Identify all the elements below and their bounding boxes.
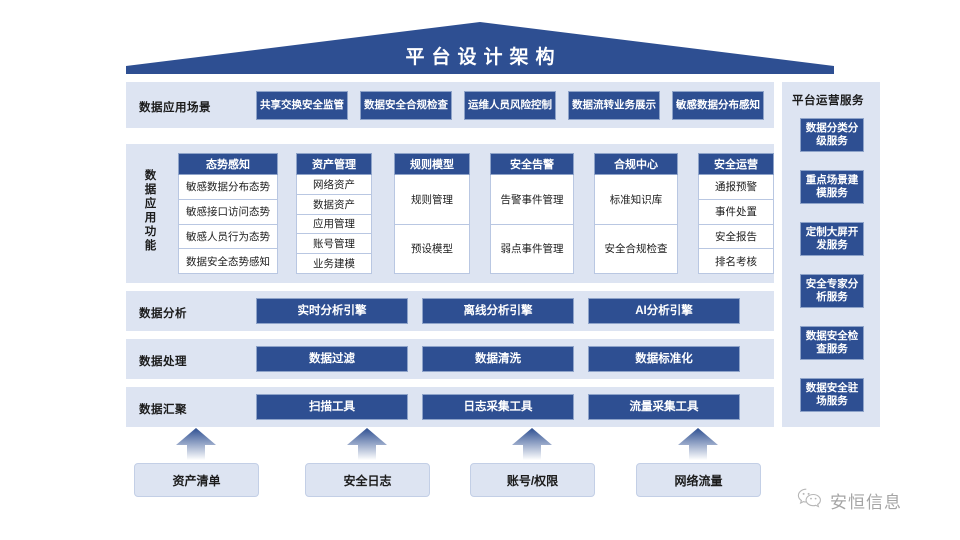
function-item[interactable]: 网络资产 (296, 175, 372, 195)
function-item[interactable]: 安全报告 (698, 224, 774, 250)
function-item[interactable]: 排名考核 (698, 249, 774, 274)
scenario-box-1[interactable]: 共享交换安全监管 (256, 91, 348, 120)
flow-arrow-2 (347, 428, 387, 460)
function-item[interactable]: 告警事件管理 (490, 175, 574, 225)
watermark: 安恒信息 (797, 487, 902, 514)
scenario-box-4[interactable]: 数据流转业务展示 (568, 91, 660, 120)
function-item[interactable]: 弱点事件管理 (490, 224, 574, 274)
function-column-situation: 态势感知 敏感数据分布态势 敏感接口访问态势 敏感人员行为态势 数据安全态势感知 (178, 153, 278, 274)
function-item[interactable]: 通报预警 (698, 175, 774, 200)
watermark-text: 安恒信息 (830, 493, 902, 512)
scenario-box-2[interactable]: 数据安全合规检查 (360, 91, 452, 120)
analysis-box-3[interactable]: AI分析引擎 (588, 298, 740, 324)
function-item[interactable]: 敏感人员行为态势 (178, 224, 278, 250)
flow-arrow-1 (176, 428, 216, 460)
processing-box-1[interactable]: 数据过滤 (256, 346, 408, 372)
analysis-label: 数据分析 (139, 308, 187, 320)
analysis-band: 数据分析 实时分析引擎 离线分析引擎 AI分析引擎 (126, 291, 774, 331)
sidebar-title: 平台运营服务 (792, 95, 864, 107)
processing-band: 数据处理 数据过滤 数据清洗 数据标准化 (126, 339, 774, 379)
service-box-5[interactable]: 数据安全检查服务 (800, 326, 864, 360)
column-header: 规则模型 (394, 153, 470, 175)
scenario-box-3[interactable]: 运维人员风险控制 (464, 91, 556, 120)
page-title: 平台设计架构 (405, 47, 562, 68)
function-column-operations: 安全运营 通报预警 事件处置 安全报告 排名考核 (698, 153, 774, 274)
function-item[interactable]: 预设模型 (394, 224, 470, 274)
processing-box-3[interactable]: 数据标准化 (588, 346, 740, 372)
function-item[interactable]: 账号管理 (296, 234, 372, 255)
roof-banner: 平台设计架构 (126, 22, 834, 74)
service-box-3[interactable]: 定制大屏开发服务 (800, 222, 864, 256)
functions-label: 数据应用功能 (143, 169, 156, 253)
flow-arrow-4 (678, 428, 718, 460)
scenario-box-5[interactable]: 敏感数据分布感知 (672, 91, 764, 120)
collection-band: 数据汇聚 扫描工具 日志采集工具 流量采集工具 (126, 387, 774, 427)
function-column-compliance: 合规中心 标准知识库 安全合规检查 (594, 153, 678, 274)
collection-box-3[interactable]: 流量采集工具 (588, 394, 740, 420)
source-box-4[interactable]: 网络流量 (636, 463, 761, 497)
source-box-2[interactable]: 安全日志 (305, 463, 430, 497)
scenarios-label: 数据应用场景 (139, 102, 211, 114)
scenarios-band: 数据应用场景 共享交换安全监管 数据安全合规检查 运维人员风险控制 数据流转业务… (126, 82, 774, 128)
function-item[interactable]: 敏感数据分布态势 (178, 175, 278, 200)
function-item[interactable]: 数据安全态势感知 (178, 249, 278, 274)
function-column-alert: 安全告警 告警事件管理 弱点事件管理 (490, 153, 574, 274)
function-item[interactable]: 安全合规检查 (594, 224, 678, 274)
collection-box-1[interactable]: 扫描工具 (256, 394, 408, 420)
column-header: 合规中心 (594, 153, 678, 175)
function-item[interactable]: 标准知识库 (594, 175, 678, 225)
function-column-asset: 资产管理 网络资产 数据资产 应用管理 账号管理 业务建模 (296, 153, 372, 274)
wechat-icon (797, 487, 823, 514)
source-box-1[interactable]: 资产清单 (134, 463, 259, 497)
column-header: 资产管理 (296, 153, 372, 175)
column-header: 态势感知 (178, 153, 278, 175)
collection-box-2[interactable]: 日志采集工具 (422, 394, 574, 420)
service-box-4[interactable]: 安全专家分析服务 (800, 274, 864, 308)
collection-label: 数据汇聚 (139, 404, 187, 416)
function-item[interactable]: 事件处置 (698, 199, 774, 225)
service-box-1[interactable]: 数据分类分级服务 (800, 118, 864, 152)
function-item[interactable]: 应用管理 (296, 214, 372, 235)
processing-box-2[interactable]: 数据清洗 (422, 346, 574, 372)
column-header: 安全运营 (698, 153, 774, 175)
operations-sidebar: 平台运营服务 数据分类分级服务 重点场景建模服务 定制大屏开发服务 安全专家分析… (782, 82, 880, 427)
functions-band: 数据应用功能 态势感知 敏感数据分布态势 敏感接口访问态势 敏感人员行为态势 数… (126, 144, 774, 283)
source-box-3[interactable]: 账号/权限 (470, 463, 595, 497)
function-item[interactable]: 规则管理 (394, 175, 470, 225)
function-column-rule: 规则模型 规则管理 预设模型 (394, 153, 470, 274)
column-header: 安全告警 (490, 153, 574, 175)
function-item[interactable]: 数据资产 (296, 194, 372, 215)
service-box-2[interactable]: 重点场景建模服务 (800, 170, 864, 204)
function-item[interactable]: 业务建模 (296, 254, 372, 274)
analysis-box-1[interactable]: 实时分析引擎 (256, 298, 408, 324)
function-item[interactable]: 敏感接口访问态势 (178, 199, 278, 225)
service-box-6[interactable]: 数据安全驻场服务 (800, 378, 864, 412)
analysis-box-2[interactable]: 离线分析引擎 (422, 298, 574, 324)
processing-label: 数据处理 (139, 356, 187, 368)
flow-arrow-3 (512, 428, 552, 460)
